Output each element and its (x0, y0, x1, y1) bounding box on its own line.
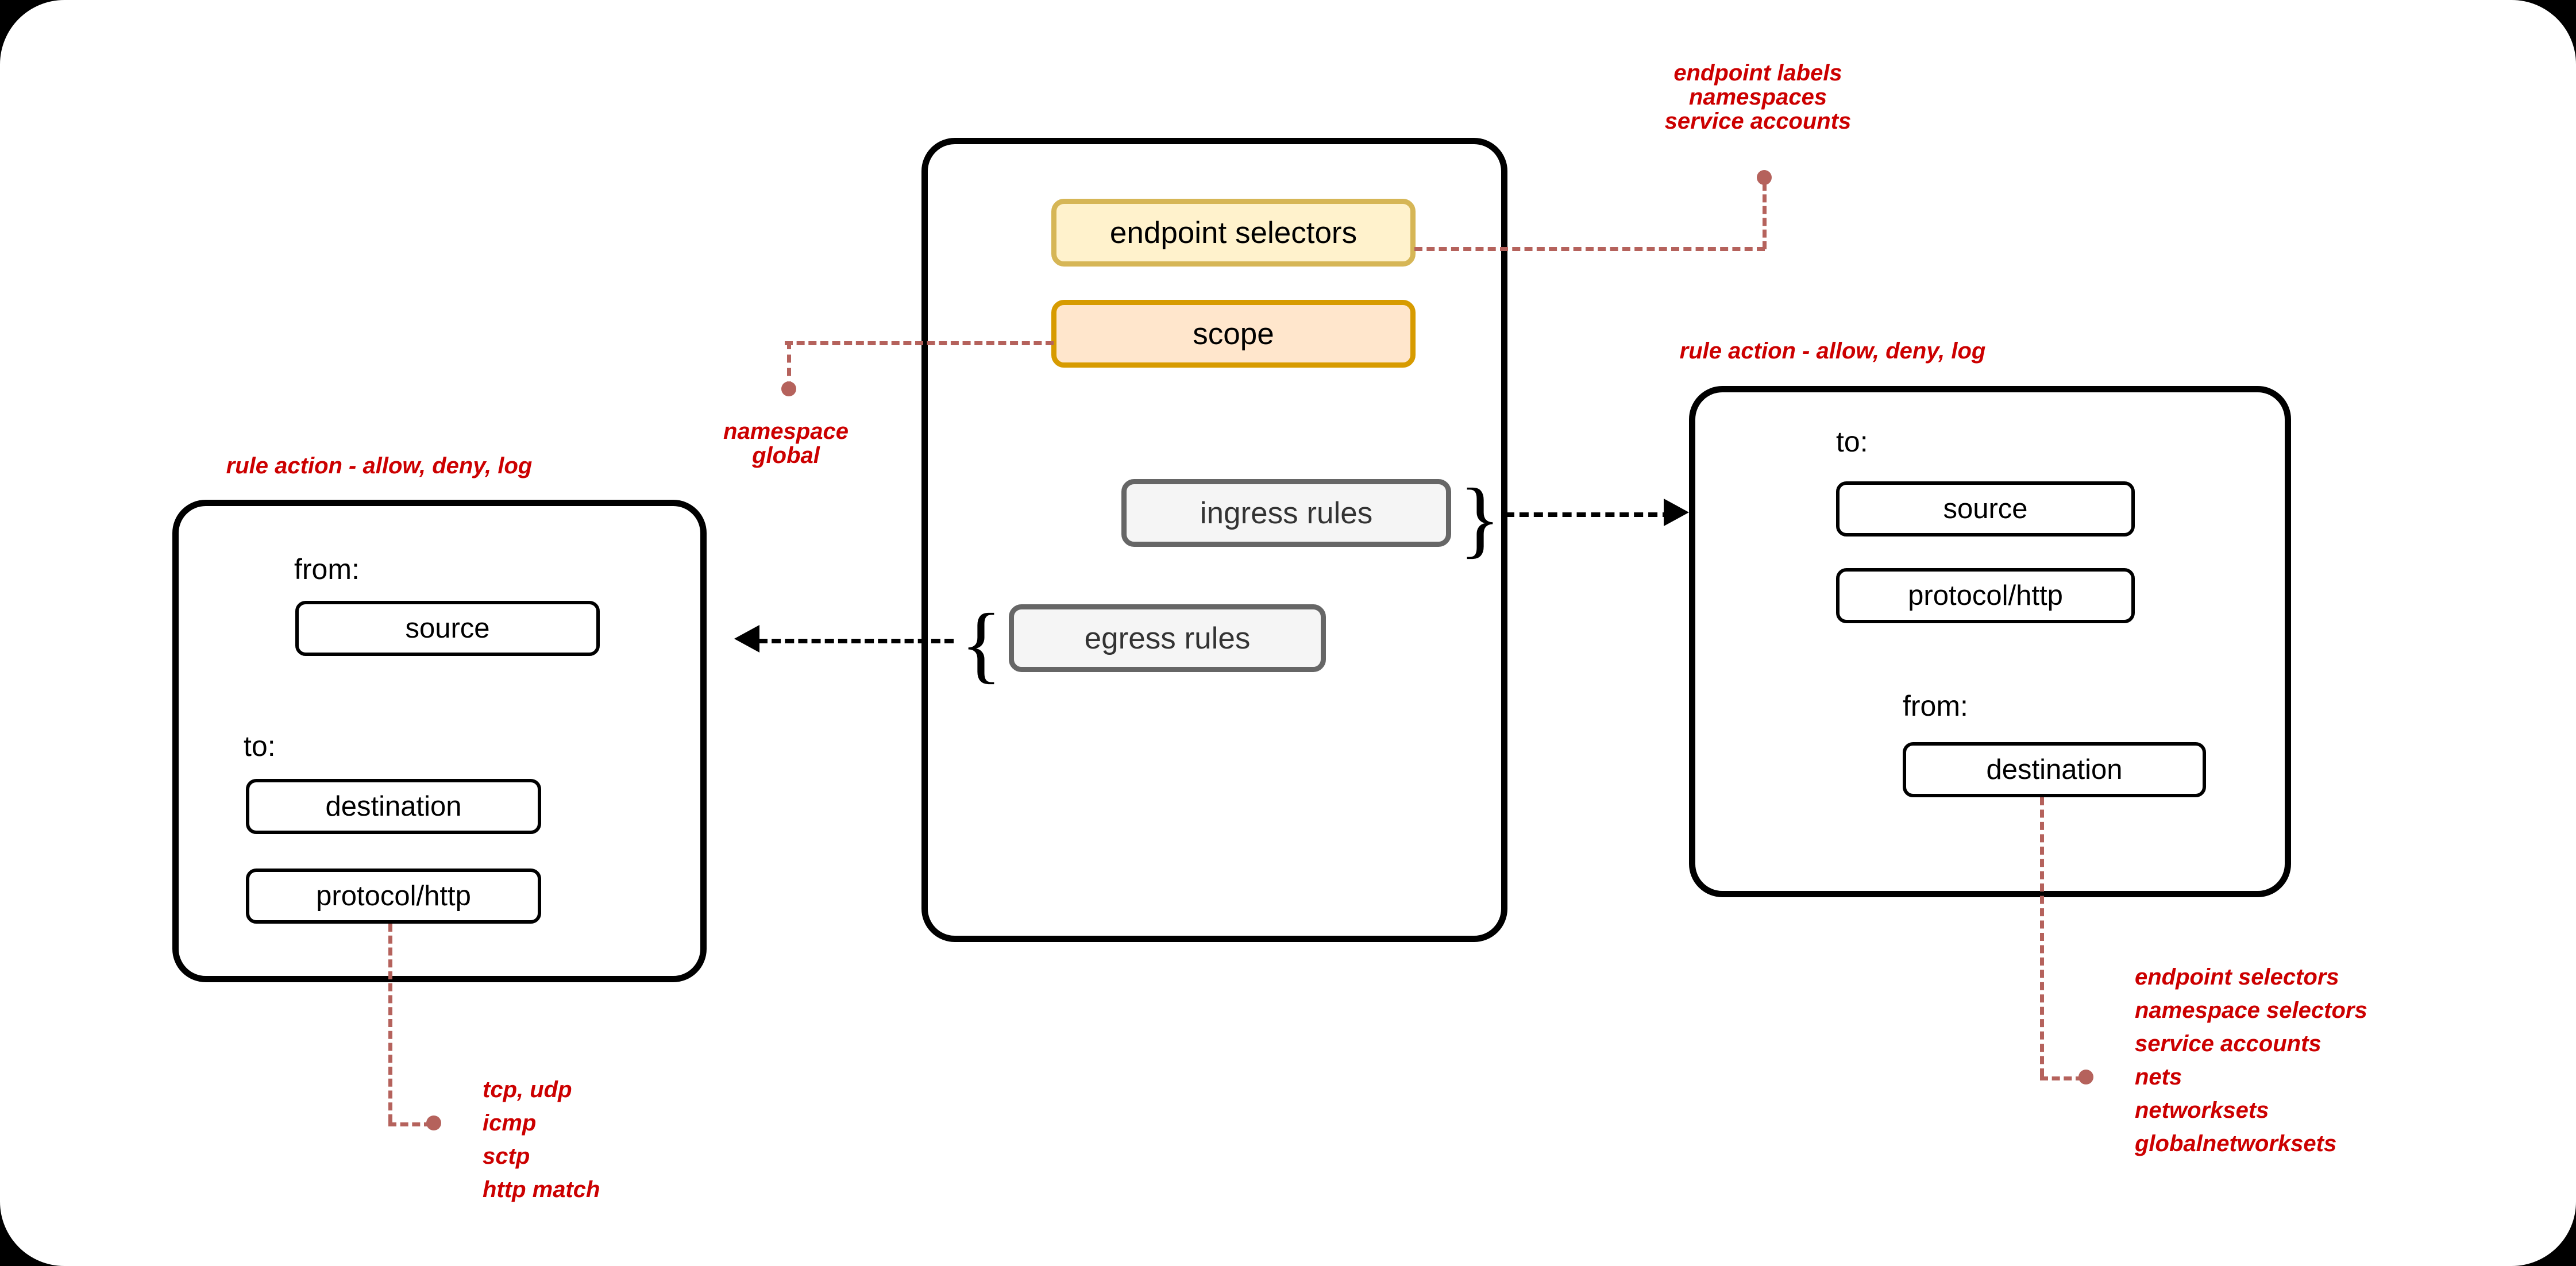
right-source-label: source (1943, 493, 2028, 524)
scope-box[interactable]: scope (1051, 300, 1416, 368)
ingress-arrow-line (1505, 512, 1672, 517)
endpoint-connector-dot-icon (1757, 170, 1772, 185)
protocol-note: tcp, udp icmp sctp http match (483, 1077, 600, 1202)
scope-connector-dot-icon (781, 381, 796, 396)
ingress-brace-icon: } (1459, 471, 1501, 566)
protocol-connector-dot-icon (426, 1116, 441, 1130)
ingress-arrow-head-icon (1664, 499, 1689, 526)
left-source-label: source (405, 613, 490, 644)
right-destination-label: destination (1986, 754, 2123, 785)
right-source-box[interactable]: source (1836, 481, 2135, 536)
ingress-rules-box[interactable]: ingress rules (1121, 479, 1451, 547)
protocol-connector-v (388, 924, 392, 1122)
egress-brace-icon: { (961, 596, 1002, 692)
right-to-label: to: (1836, 426, 1868, 458)
egress-rules-box[interactable]: egress rules (1009, 604, 1326, 672)
egress-rules-label: egress rules (1084, 621, 1251, 655)
right-protocol-box[interactable]: protocol/http (1836, 568, 2135, 623)
endpoint-selectors-note: endpoint labels namespaces service accou… (1664, 60, 1852, 134)
ingress-rules-label: ingress rules (1200, 496, 1373, 530)
endpoint-selectors-label: endpoint selectors (1109, 215, 1358, 250)
destination-note: endpoint selectors namespace selectors s… (2135, 964, 2367, 1156)
egress-rule-panel (172, 500, 707, 982)
left-protocol-box[interactable]: protocol/http (246, 869, 541, 924)
endpoint-connector-v (1763, 183, 1767, 249)
right-from-label: from: (1903, 690, 1968, 722)
destination-connector-v (2040, 797, 2044, 1076)
egress-arrow-head-icon (734, 625, 759, 653)
egress-arrow-line (758, 639, 954, 643)
left-destination-box[interactable]: destination (246, 779, 541, 834)
protocol-connector-h (388, 1122, 432, 1126)
endpoint-selectors-box[interactable]: endpoint selectors (1051, 199, 1416, 267)
destination-connector-h (2040, 1076, 2084, 1080)
scope-connector-h (785, 341, 1054, 345)
right-destination-box[interactable]: destination (1903, 742, 2206, 797)
endpoint-connector-h (1414, 247, 1765, 251)
left-panel-title: rule action - allow, deny, log (226, 453, 533, 478)
ingress-rule-panel (1689, 386, 2291, 897)
left-source-box[interactable]: source (295, 601, 600, 656)
left-destination-label: destination (325, 791, 462, 822)
destination-connector-dot-icon (2078, 1070, 2093, 1084)
left-protocol-label: protocol/http (316, 881, 471, 912)
left-from-label: from: (294, 553, 360, 585)
policy-panel (921, 138, 1507, 942)
scope-note: namespace global (723, 419, 849, 468)
scope-label: scope (1193, 317, 1274, 351)
left-to-label: to: (244, 730, 276, 762)
scope-connector-v (787, 341, 791, 389)
right-protocol-label: protocol/http (1908, 580, 2063, 611)
right-panel-title: rule action - allow, deny, log (1679, 338, 1986, 364)
